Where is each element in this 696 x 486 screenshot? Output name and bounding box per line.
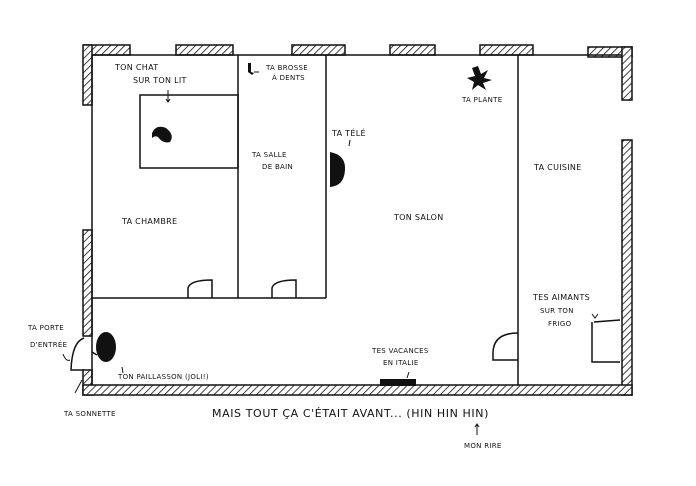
label-cat-line1: Ton chat xyxy=(115,63,159,72)
wall-segment xyxy=(82,44,93,106)
holidays-souvenir-icon xyxy=(380,379,416,386)
wall-segment xyxy=(82,384,633,396)
label-toothbrush-line2: à dents xyxy=(272,74,305,82)
label-doormat: Ton paillasson (joli!) xyxy=(118,373,209,381)
doormat-icon xyxy=(96,332,116,362)
tv-icon xyxy=(330,152,346,187)
fridge xyxy=(591,319,621,363)
toothbrush-icon xyxy=(248,63,254,75)
arrows xyxy=(62,71,599,435)
plant-icon xyxy=(467,66,492,90)
label-magnets-line1: Tes aimants xyxy=(533,293,591,302)
wall-segment xyxy=(621,139,633,396)
label-living-room: Ton salon xyxy=(394,213,444,222)
interior-walls xyxy=(70,54,622,385)
label-holidays-line2: en Italie xyxy=(383,359,419,367)
bed xyxy=(139,94,239,169)
caption: Mais tout ça c'était avant... (hin hin h… xyxy=(212,407,489,420)
label-doorbell: Ta sonnette xyxy=(64,410,116,418)
wall-segment xyxy=(389,44,436,56)
label-toothbrush-line1: Ta brosse xyxy=(266,64,308,72)
wall-segment xyxy=(82,229,93,337)
cat-icon xyxy=(152,126,172,143)
objects xyxy=(96,63,492,386)
door-bathroom xyxy=(271,279,297,298)
label-door-line1: Ta porte xyxy=(28,324,64,332)
label-kitchen: Ta cuisine xyxy=(534,163,582,172)
label-magnets-line3: frigo xyxy=(548,320,572,328)
label-plant: Ta plante xyxy=(462,96,503,104)
label-bathroom-line2: de bain xyxy=(262,163,294,171)
label-door-line2: d'entrée xyxy=(30,341,68,349)
label-laugh: Mon rire xyxy=(464,442,502,450)
label-tv: Ta télé xyxy=(332,129,366,138)
label-magnets-line2: sur ton xyxy=(540,307,574,315)
wall-segment xyxy=(291,44,346,56)
wall-segment xyxy=(479,44,534,56)
label-holidays-line1: Tes vacances xyxy=(372,347,429,355)
label-bedroom: Ta chambre xyxy=(122,217,178,226)
wall-segment xyxy=(175,44,234,56)
door-bedroom xyxy=(187,279,213,298)
door-kitchen xyxy=(492,332,519,361)
label-cat-line2: sur ton lit xyxy=(133,76,187,85)
label-bathroom-line1: Ta salle xyxy=(252,151,287,159)
door-entrance xyxy=(70,337,85,371)
wall-segment xyxy=(621,46,633,101)
